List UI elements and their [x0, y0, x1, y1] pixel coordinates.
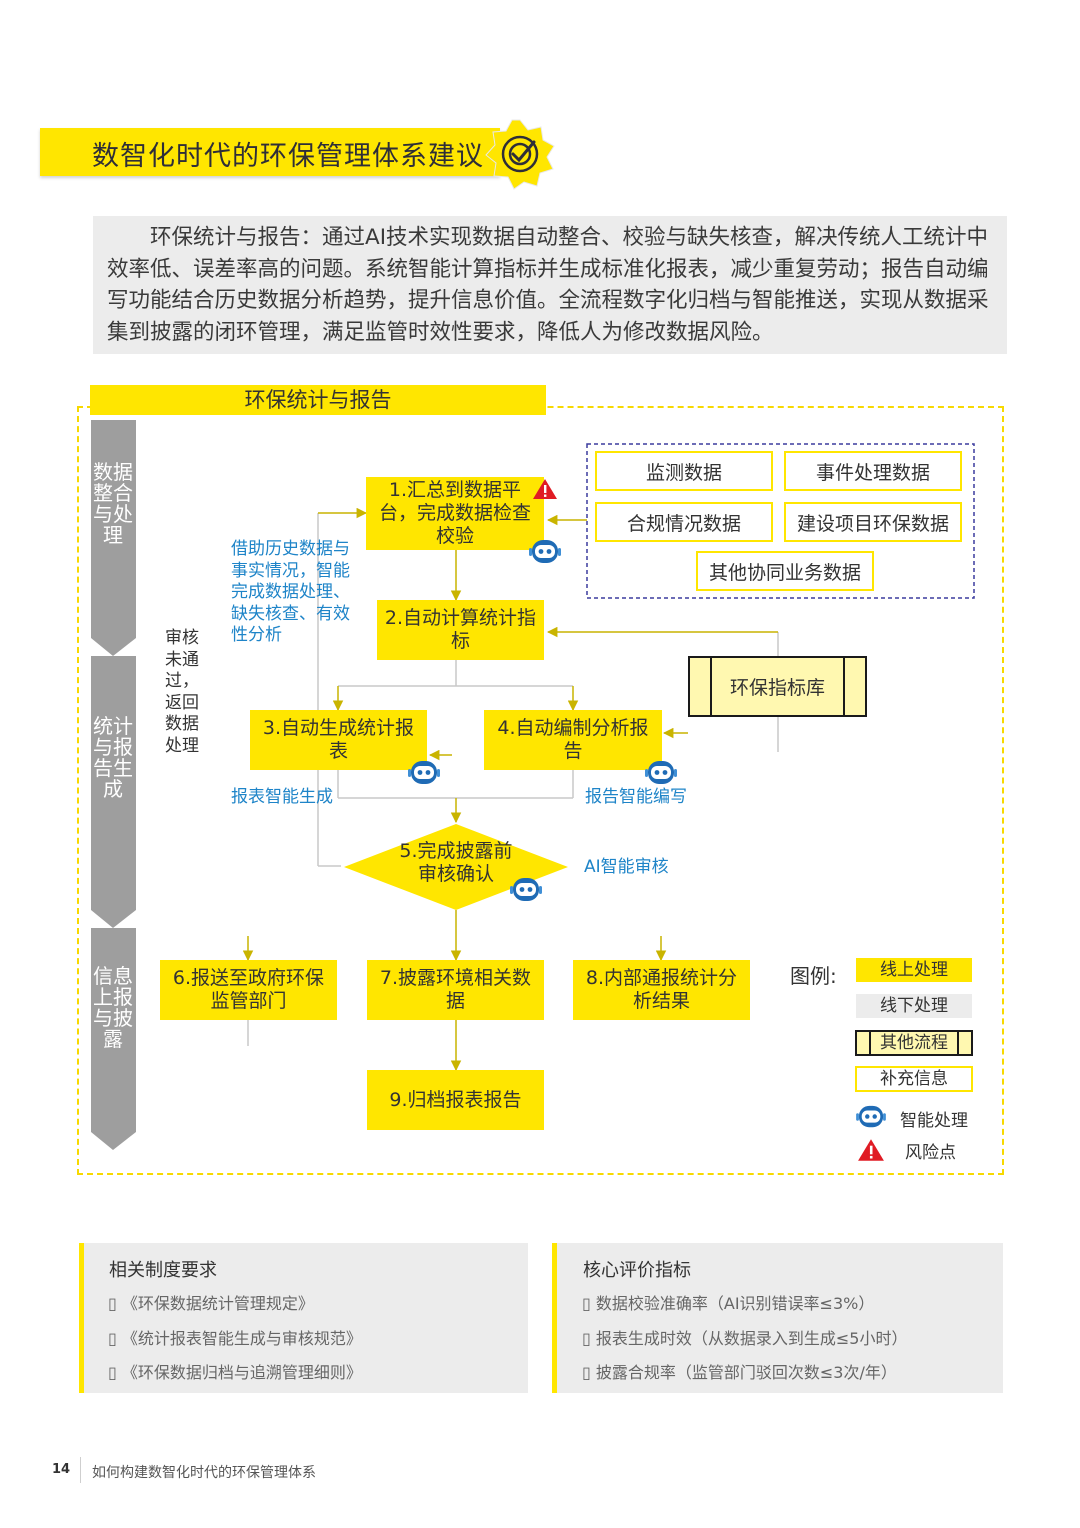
indicator-item: ▯ 数据校验准确率（AI识别错误率≤3%） [582, 1294, 875, 1313]
page-title: 数智化时代的环保管理体系建议 [92, 141, 484, 172]
legend-supplement-swatch [855, 1066, 973, 1092]
requirement-item: ▯ 《环保数据归档与追溯管理细则》 [108, 1363, 362, 1382]
title-banner [40, 128, 500, 176]
requirements-title: 相关制度要求 [109, 1260, 217, 1281]
legend-other-label: 其他流程 [880, 1033, 948, 1053]
requirements-panel [79, 1243, 528, 1393]
legend-other-swatch [855, 1030, 973, 1056]
section-banner [90, 385, 546, 415]
intro-text: 环保统计与报告：通过AI技术实现数据自动整合、校验与缺失核查，解决传统人工统计中… [107, 225, 989, 345]
source-other: 其他协同业务数据 [696, 551, 874, 591]
indicators-panel [552, 1243, 1003, 1393]
legend-offline-swatch [856, 994, 972, 1018]
report-gen-note: 报表智能生成 [231, 787, 333, 807]
step-7: 7.披露环境相关数据 [367, 960, 544, 1020]
reject-note: 审核未通过，返回数据处理 [165, 628, 199, 756]
legend-smart-label: 智能处理 [900, 1111, 968, 1131]
stage-label-1: 数据整合与处理 [93, 460, 133, 547]
indicator-item: ▯ 披露合规率（监管部门驳回次数≤3次/年） [582, 1363, 897, 1382]
library-box [688, 656, 867, 717]
legend-supplement-label: 补充信息 [880, 1069, 948, 1089]
source-construction: 建设项目环保数据 [784, 502, 962, 542]
requirements-accent [79, 1243, 84, 1393]
requirement-item: ▯ 《统计报表智能生成与审核规范》 [108, 1329, 362, 1348]
indicators-accent [552, 1243, 557, 1393]
indicator-item: ▯ 报表生成时效（从数据录入到生成≤5小时） [582, 1329, 908, 1348]
legend-risk-icon [858, 1139, 884, 1161]
step-9: 9.归档报表报告 [367, 1070, 544, 1130]
stage-label-2: 统计与报告生成 [93, 714, 133, 801]
stage-arrow-2 [91, 656, 136, 928]
section-title: 环保统计与报告 [244, 388, 392, 412]
step-8: 8.内部通报统计分析结果 [573, 960, 750, 1020]
history-note: 借助历史数据与事实情况，智能完成数据处理、缺失核查、有效性分析 [231, 539, 350, 645]
robot-ai-icon [408, 761, 440, 784]
stage-label-3: 信息上报与披露 [93, 964, 133, 1051]
footer-divider [80, 1457, 81, 1483]
robot-ai-icon [510, 878, 542, 901]
sources-frame [586, 443, 975, 599]
ai-review-note: AI智能审核 [584, 857, 669, 877]
legend-risk-label: 风险点 [905, 1143, 956, 1163]
legend-robot-icon [856, 1105, 886, 1128]
step-5-label: 5.完成披露前审核确认 [399, 840, 513, 885]
warning-risk-icon [533, 479, 557, 499]
source-monitoring: 监测数据 [595, 451, 773, 491]
legend-title: 图例: [790, 964, 837, 988]
legend-online-label: 线上处理 [880, 960, 948, 980]
step-4: 4.自动编制分析报告 [484, 710, 662, 770]
source-compliance: 合规情况数据 [595, 502, 773, 542]
step-1: 1.汇总到数据平台，完成数据检查校验 [366, 477, 544, 550]
page-number: 14 [52, 1462, 71, 1477]
stage-arrow-1 [91, 420, 136, 656]
source-events: 事件处理数据 [784, 451, 962, 491]
step-3: 3.自动生成统计报表 [250, 710, 427, 770]
target-check-badge-icon [485, 119, 555, 190]
stage-arrow-3 [91, 928, 136, 1150]
robot-ai-icon [645, 761, 677, 784]
legend-offline-label: 线下处理 [880, 996, 948, 1016]
intro-box [93, 216, 1007, 354]
library-label: 环保指标库 [729, 677, 825, 699]
legend-online-swatch [856, 958, 972, 982]
footer-title: 如何构建数智化时代的环保管理体系 [92, 1465, 316, 1481]
report-write-note: 报告智能编写 [585, 787, 687, 807]
requirement-item: ▯ 《环保数据统计管理规定》 [108, 1294, 314, 1313]
indicators-title: 核心评价指标 [583, 1260, 691, 1281]
step-2: 2.自动计算统计指标 [377, 600, 544, 660]
robot-ai-icon [529, 540, 561, 563]
step-6: 6.报送至政府环保监管部门 [160, 960, 337, 1020]
